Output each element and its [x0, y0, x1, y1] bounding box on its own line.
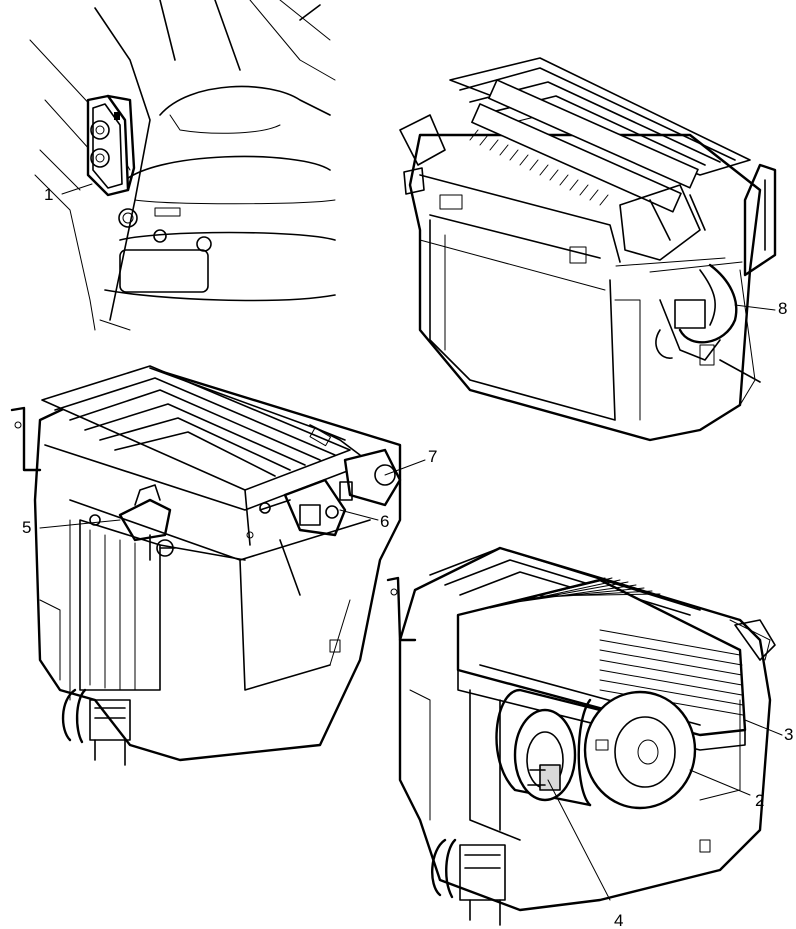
- cabin-filter-cover: [86, 94, 136, 197]
- callout-8: 8: [778, 299, 787, 318]
- callout-3: 3: [784, 725, 793, 744]
- callout-1: 1: [44, 185, 53, 204]
- callout-6: 6: [380, 512, 389, 531]
- callout-2: 2: [755, 791, 764, 810]
- blower-motor-assembly: [495, 688, 697, 810]
- vehicle-view-panel: 1: [29, 0, 336, 331]
- mode-actuator: [309, 424, 402, 507]
- leader-6: [339, 509, 379, 521]
- temperature-actuator: [259, 478, 347, 537]
- callout-5: 5: [22, 518, 31, 537]
- leader-2: [689, 769, 751, 796]
- recirculation-actuator: [89, 484, 176, 561]
- leader-7: [384, 459, 426, 476]
- grille-teeth: [469, 129, 609, 206]
- hvac-module-bottom-right-panel: 2 3 4: [386, 546, 793, 929]
- leader-4: [547, 779, 611, 901]
- leader-3: [744, 719, 783, 736]
- hvac-module-left-panel: 5 6 7: [10, 365, 437, 766]
- callout-7: 7: [428, 447, 437, 466]
- leader-5: [39, 519, 121, 529]
- callout-4: 4: [614, 911, 623, 929]
- leader-8: [734, 304, 776, 311]
- hvac-module-top-right-panel: 8: [399, 57, 787, 442]
- evaporator-core: [456, 577, 747, 751]
- leader-1: [61, 183, 93, 195]
